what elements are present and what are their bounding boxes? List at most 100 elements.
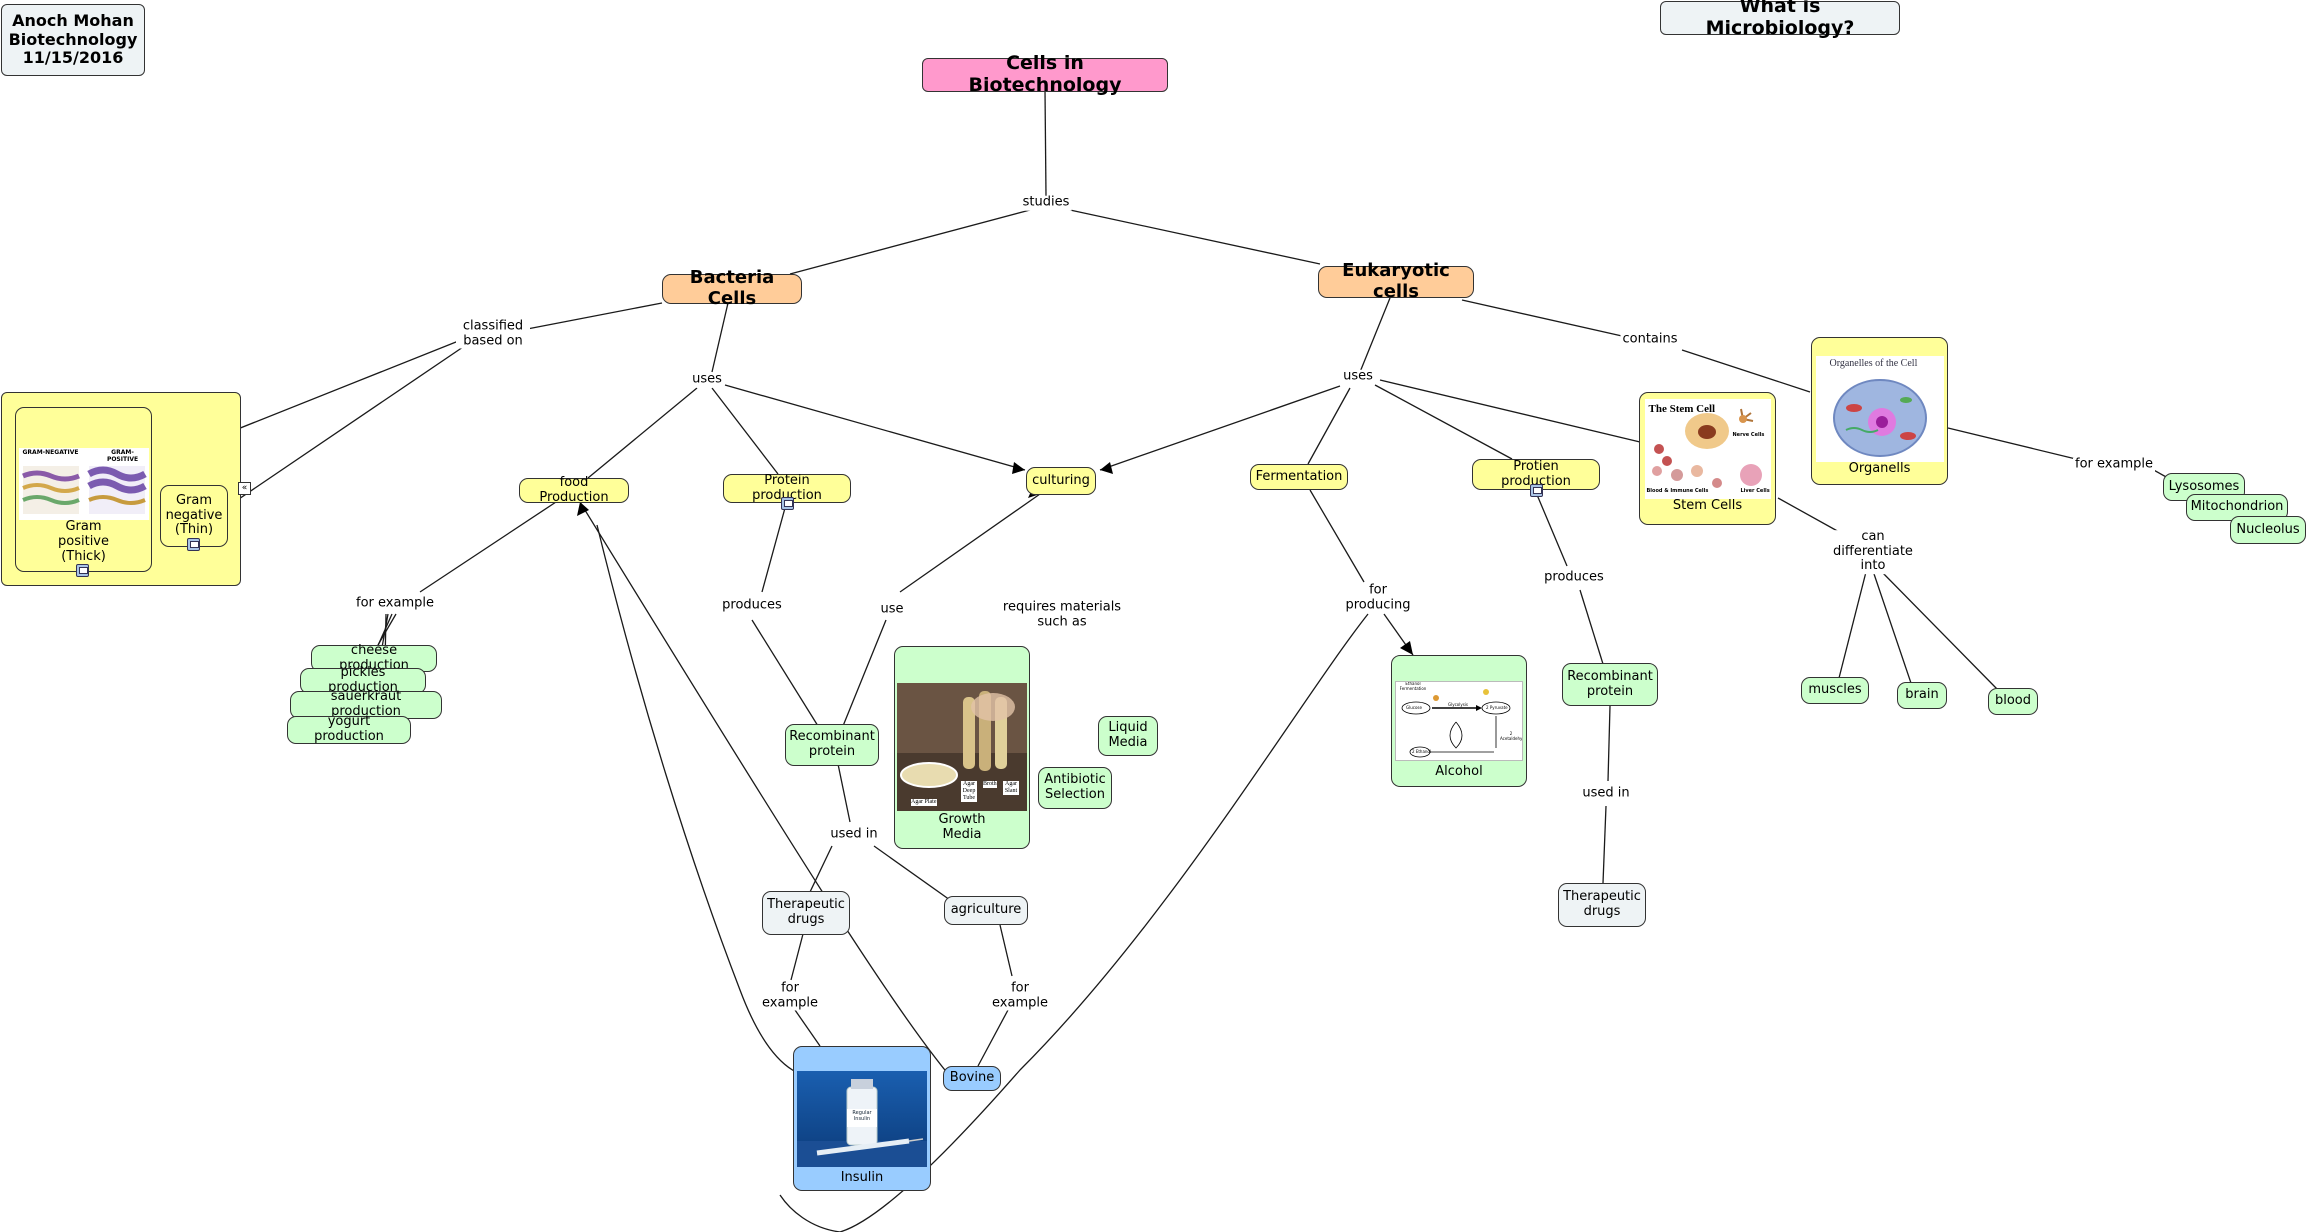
- link-uses-eukaryotic: uses: [1341, 368, 1375, 385]
- link-for-example-organells: for example: [2073, 456, 2155, 473]
- recombinant-protein-eukaryotic-node[interactable]: Recombinant protein: [1562, 663, 1658, 706]
- food-production-node[interactable]: food Production: [519, 474, 629, 505]
- alcohol-label: Alcohol: [1435, 764, 1483, 779]
- fermentation-label: Fermentation: [1255, 468, 1343, 484]
- therapeutic-drugs-bacteria-node[interactable]: Therapeutic drugs: [762, 891, 850, 935]
- bacteria-cells-label: Bacteria Cells: [689, 267, 775, 309]
- gram-negative-label: Gram negative (Thin): [165, 492, 223, 538]
- link-uses-bacteria: uses: [690, 371, 724, 388]
- therapeutic-drugs-eukaryotic-node[interactable]: Therapeutic drugs: [1558, 883, 1646, 927]
- gram-positive-caption: GRAM-POSITIVE: [106, 449, 139, 463]
- link-use: use: [878, 601, 906, 618]
- stem-cells-node[interactable]: The Stem Cell Nerve Cells Blood & Immune…: [1639, 392, 1776, 525]
- eukaryotic-cells-label: Eukaryotic cells: [1342, 260, 1450, 302]
- organells-node[interactable]: Organelles of the Cell Organells: [1811, 337, 1948, 485]
- gram-positive-node[interactable]: GRAM-NEGATIVE GRAM-POSITIVE Gram positiv…: [15, 407, 152, 572]
- therapeutic-drugs-eukaryotic-label: Therapeutic drugs: [1563, 889, 1641, 919]
- growth-media-image: Agar Plate Agar Deep Tube Broth Agar Sla…: [897, 683, 1027, 811]
- organelles-illustration: [1832, 379, 1927, 457]
- link-studies: studies: [1020, 194, 1072, 211]
- antibiotic-selection-label: Antibiotic Selection: [1044, 772, 1106, 802]
- growth-media-node[interactable]: Agar Plate Agar Deep Tube Broth Agar Sla…: [894, 646, 1030, 849]
- liquid-media-label: Liquid Media: [1108, 720, 1148, 750]
- fermentation-node[interactable]: Fermentation: [1250, 464, 1348, 490]
- link-requires-materials: requires materials such as: [1000, 600, 1124, 630]
- gram-negative-caption: GRAM-NEGATIVE: [22, 449, 79, 456]
- muscles-node[interactable]: muscles: [1801, 677, 1869, 704]
- link-produces-eukaryotic: produces: [1542, 569, 1606, 586]
- author-subject: Biotechnology: [8, 29, 138, 49]
- blood-node[interactable]: blood: [1988, 688, 2038, 715]
- root-node-label: Cells in Biotechnology: [968, 52, 1122, 96]
- insulin-node[interactable]: Regular Insulin Insulin: [793, 1046, 931, 1191]
- agriculture-node[interactable]: agriculture: [944, 896, 1028, 925]
- link-for-example-food: for example: [354, 595, 436, 612]
- collapse-icon[interactable]: «: [238, 482, 251, 495]
- recombinant-protein-eukaryotic-label: Recombinant protein: [1567, 668, 1653, 699]
- gram-positive-resource-icon[interactable]: [76, 564, 89, 577]
- organells-label: Organells: [1848, 461, 1911, 476]
- gram-positive-label: Gram positive (Thick): [58, 519, 109, 564]
- muscles-label: muscles: [1808, 682, 1862, 698]
- bovine-node[interactable]: Bovine: [943, 1066, 1001, 1091]
- ethanol-fermentation-diagram: [1396, 682, 1522, 760]
- ethanol-caption: 2 Ethanol: [1412, 749, 1431, 754]
- gram-negative-resource-icon[interactable]: [187, 538, 200, 551]
- acetaldehyde-caption: 2 Acetaldehyde: [1500, 731, 1523, 741]
- link-can-differentiate-into: can differentiate into: [1819, 529, 1927, 574]
- agriculture-label: agriculture: [950, 902, 1022, 918]
- stem-cell-blood-caption: Blood & Immune Cells: [1646, 488, 1709, 494]
- alcohol-image: Ethanol Fermentation Glucose Glycolysis …: [1395, 681, 1523, 761]
- bacteria-cells-node[interactable]: Bacteria Cells: [662, 267, 802, 309]
- link-used-in-bacteria: used in: [828, 826, 880, 843]
- bovine-label: Bovine: [949, 1070, 995, 1086]
- protien-production-resource-icon[interactable]: [1530, 484, 1543, 497]
- link-for-example-drugs: for example: [758, 981, 822, 1011]
- therapeutic-drugs-bacteria-label: Therapeutic drugs: [767, 897, 845, 927]
- author-name: Anoch Mohan: [12, 11, 134, 31]
- agar-slant-caption: Agar Slant: [1003, 781, 1019, 795]
- antibiotic-selection-node[interactable]: Antibiotic Selection: [1038, 767, 1112, 809]
- protein-production-bacteria-label: Protein production: [752, 472, 822, 503]
- author-box[interactable]: Anoch Mohan Biotechnology 11/15/2016: [1, 4, 145, 76]
- broth-caption: Broth: [983, 781, 997, 788]
- insulin-photo: [797, 1071, 927, 1167]
- yogurt-production-node[interactable]: yogurt production: [287, 714, 411, 744]
- link-classified-based-on: classified based on: [456, 319, 530, 349]
- alcohol-node[interactable]: Ethanol Fermentation Glucose Glycolysis …: [1391, 655, 1527, 787]
- pyruvate-caption: 2 Pyruvate: [1486, 705, 1508, 710]
- insulin-label: Insulin: [840, 1170, 884, 1185]
- nucleolus-node[interactable]: Nucleolus: [2230, 516, 2306, 544]
- stem-cell-nerve-caption: Nerve Cells: [1732, 432, 1765, 438]
- insulin-vial-label: Regular Insulin: [852, 1110, 872, 1122]
- glucose-caption: Glucose: [1406, 705, 1422, 710]
- what-is-microbiology-box[interactable]: What is Microbiology?: [1660, 0, 1900, 39]
- sauerkraut-production-node[interactable]: sauerkraut production: [290, 689, 442, 719]
- stem-cell-image: The Stem Cell Nerve Cells Blood & Immune…: [1644, 399, 1771, 499]
- culturing-label: culturing: [1032, 472, 1090, 488]
- food-production-label: food Production: [539, 474, 609, 505]
- stem-cell-illustration: [1651, 408, 1762, 488]
- link-used-in-eukaryotic: used in: [1580, 785, 1632, 802]
- organelles-title: Organelles of the Cell: [1829, 358, 1918, 369]
- organelles-image: Organelles of the Cell: [1815, 356, 1944, 462]
- root-node[interactable]: Cells in Biotechnology: [922, 52, 1168, 96]
- brain-node[interactable]: brain: [1897, 682, 1947, 709]
- blood-label: blood: [1994, 693, 2032, 709]
- sauerkraut-production-label: sauerkraut production: [330, 689, 402, 719]
- liquid-media-node[interactable]: Liquid Media: [1098, 716, 1158, 756]
- link-contains: contains: [1620, 331, 1680, 348]
- nucleolus-label: Nucleolus: [2236, 521, 2300, 537]
- gram-wall-illustration: [21, 466, 147, 514]
- gram-negative-node[interactable]: Gram negative (Thin): [160, 485, 228, 547]
- brain-label: brain: [1905, 687, 1939, 703]
- protein-production-resource-icon[interactable]: [781, 497, 794, 510]
- culturing-node[interactable]: culturing: [1026, 467, 1096, 495]
- link-produces-bacteria: produces: [720, 597, 784, 614]
- eukaryotic-cells-node[interactable]: Eukaryotic cells: [1318, 260, 1474, 302]
- what-is-microbiology-label: What is Microbiology?: [1705, 0, 1855, 39]
- yogurt-production-label: yogurt production: [314, 714, 384, 744]
- lysosomes-label: Lysosomes: [2168, 478, 2240, 494]
- stem-cell-liver-caption: Liver Cells: [1740, 488, 1770, 494]
- recombinant-protein-bacteria-node[interactable]: Recombinant protein: [785, 724, 879, 766]
